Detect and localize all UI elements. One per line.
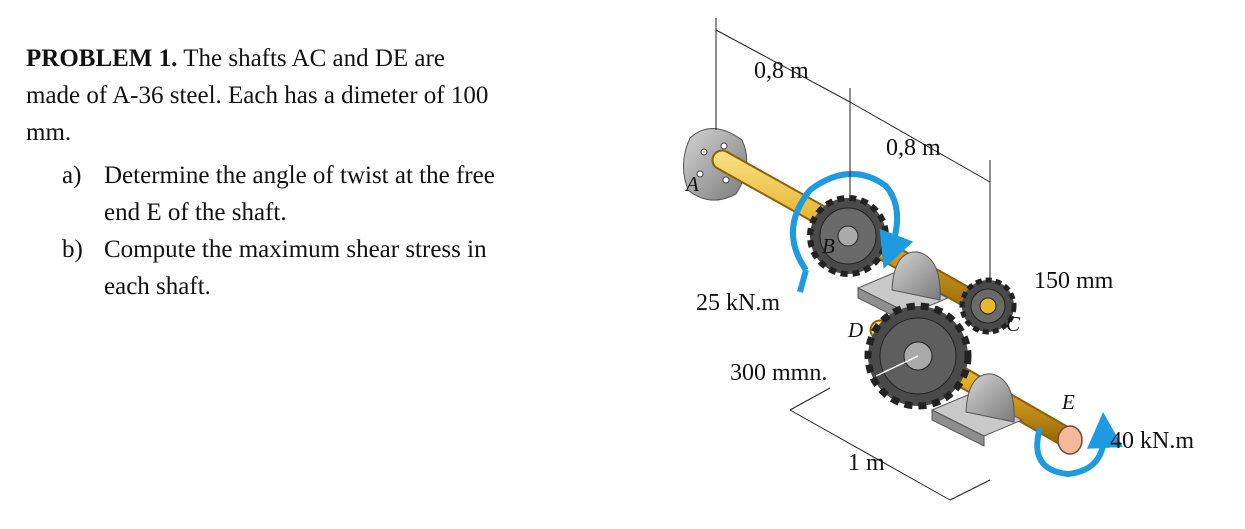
problem-statement: PROBLEM 1. The shafts AC and DE are made …	[26, 40, 558, 305]
torque-arrow-b	[790, 171, 914, 272]
problem-intro: PROBLEM 1. The shafts AC and DE are made …	[26, 40, 558, 151]
point-label-b: B	[822, 234, 835, 258]
dimension-lines	[715, 18, 991, 501]
shaft-drawing	[683, 18, 1123, 501]
question-a: a) Determine the angle of twist at the f…	[26, 157, 558, 231]
point-label-c: C	[1006, 312, 1021, 336]
point-label-a: A	[686, 172, 699, 196]
radius-label-d: 300 mmn.	[730, 360, 828, 386]
torque-label-e: 40 kN.m	[1110, 428, 1194, 454]
dim-label-top-1: 0,8 m	[754, 58, 809, 84]
torque-label-b: 25 kN.m	[696, 290, 780, 316]
intro-line-3: mm.	[26, 119, 72, 146]
gear-d	[864, 302, 972, 410]
bearing-support-2	[930, 373, 1024, 447]
question-a-line1: Determine the angle of twist at the free	[104, 162, 495, 189]
problem-heading: PROBLEM 1.	[26, 45, 178, 72]
gear-c	[959, 277, 1017, 335]
intro-line-2: made of A-36 steel. Each has a dimeter o…	[26, 82, 489, 109]
radius-label-c: 150 mm	[1034, 268, 1114, 294]
point-label-d: D	[848, 318, 864, 342]
point-label-e: E	[1062, 390, 1075, 414]
question-list: a) Determine the angle of twist at the f…	[26, 157, 558, 305]
dim-label-top-2: 0,8 m	[886, 135, 941, 161]
dim-label-bottom: 1 m	[848, 450, 885, 476]
question-b-marker: b)	[62, 236, 83, 263]
question-b-line2: each shaft.	[104, 273, 211, 300]
shaft-figure: 0,8 m 0,8 m 150 mm 25 kN.m 300 mmn. 1 m …	[650, 0, 1245, 529]
question-a-line2: end E of the shaft.	[104, 199, 287, 226]
question-b-line1: Compute the maximum shear stress in	[104, 236, 487, 263]
torque-arrow-e	[1034, 412, 1123, 478]
intro-line-1: The shafts AC and DE are	[183, 45, 445, 72]
question-b: b) Compute the maximum shear stress in e…	[26, 231, 558, 305]
question-a-marker: a)	[62, 162, 82, 189]
shaft-end-e	[1057, 425, 1083, 455]
